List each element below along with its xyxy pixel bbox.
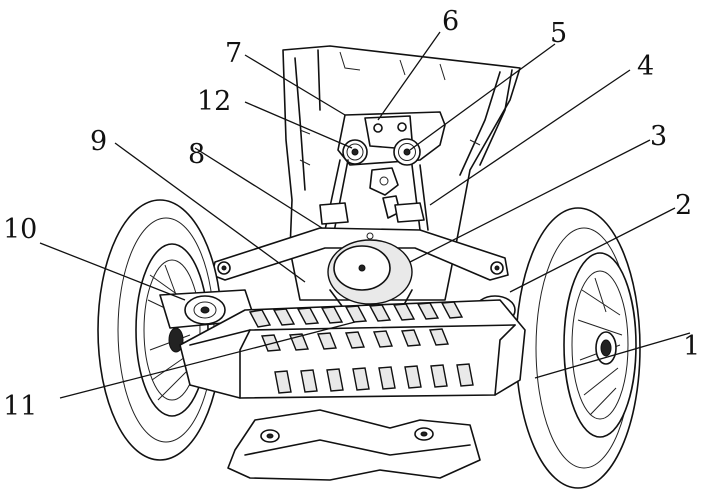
guide-wheel-left [342, 139, 368, 165]
label-3: 3 [650, 121, 667, 152]
upper-vent-slots [248, 301, 464, 328]
label-8: 8 [188, 139, 205, 170]
left-wheel [97, 199, 223, 461]
label-12: 12 [197, 86, 231, 117]
label-7: 7 [225, 38, 242, 69]
label-6: 6 [442, 6, 459, 37]
slide-rods [319, 159, 429, 233]
right-wheel [515, 207, 641, 489]
leader-lines [39, 31, 691, 399]
cross-link-bar [211, 227, 509, 281]
label-4: 4 [637, 51, 654, 82]
lower-vent-slots [274, 363, 474, 394]
central-motor [327, 239, 413, 313]
label-2: 2 [675, 190, 692, 221]
part-labels: 1 2 3 4 5 6 7 8 9 10 11 12 [3, 6, 700, 422]
label-10: 10 [3, 214, 37, 245]
label-11: 11 [3, 391, 37, 422]
foot-plate [227, 409, 481, 481]
label-9: 9 [90, 126, 107, 157]
main-beam [179, 299, 526, 399]
label-1: 1 [683, 331, 700, 362]
label-5: 5 [550, 18, 567, 49]
guide-wheel-right [393, 138, 421, 166]
